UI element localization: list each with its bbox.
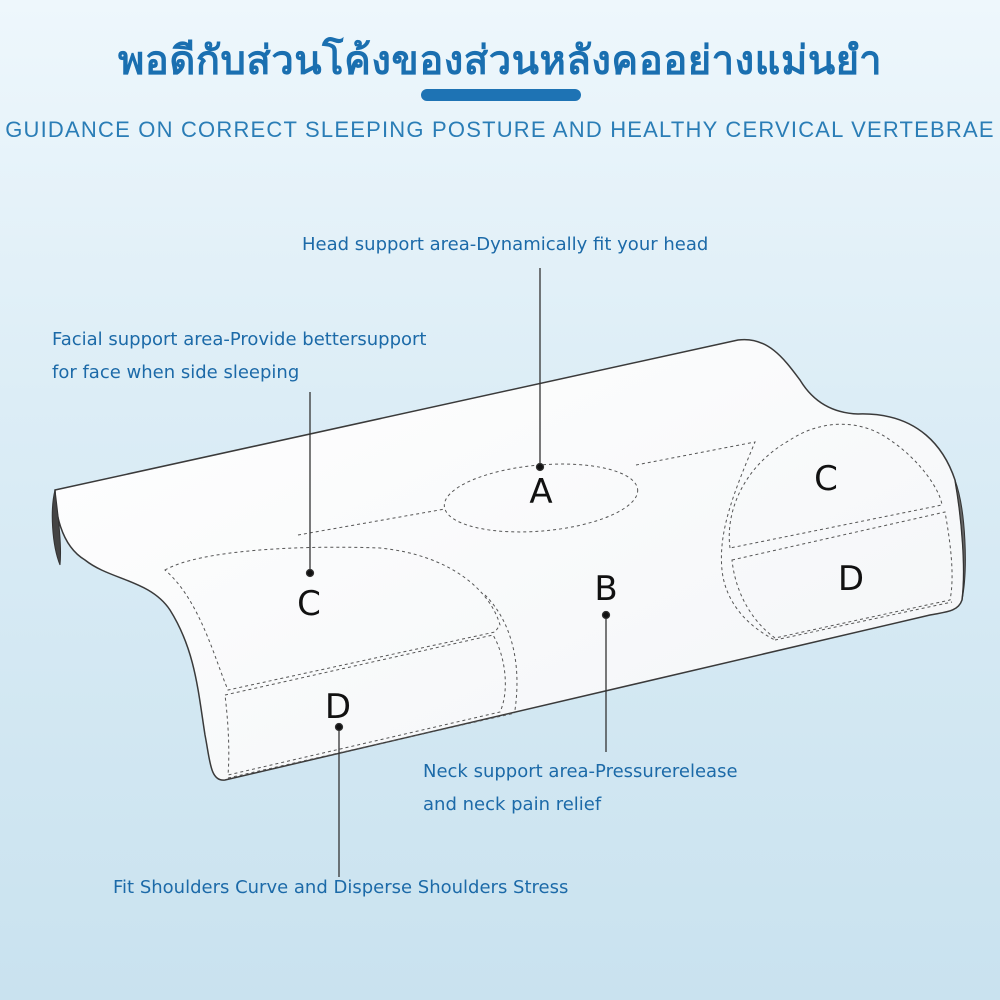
page-subtitle: GUIDANCE ON CORRECT SLEEPING POSTURE AND… [5, 117, 995, 142]
pillow-end-cap-right [954, 479, 966, 601]
callout-head-support: Head support area-Dynamically fit your h… [302, 228, 708, 261]
callout-neck-line2: and neck pain relief [423, 794, 602, 815]
zone-b-label: B [594, 569, 617, 609]
pillow-end-cap [51, 489, 62, 566]
callout-facial-support: Facial support area-Provide bettersuppor… [52, 323, 426, 389]
callout-neck-line1: Neck support area-Pressurerelease [423, 761, 738, 782]
pillow-body [54, 338, 965, 781]
stitching [164, 423, 953, 779]
zone-c-right-label: C [814, 459, 838, 499]
callout-face-line2: for face when side sleeping [52, 362, 300, 383]
zone-a-label: A [529, 472, 552, 512]
leader-dot-neck [601, 610, 611, 620]
callout-head-text: Head support area-Dynamically fit your h… [302, 234, 709, 255]
upper-seam-right [635, 441, 776, 641]
zone-b-seam [484, 594, 518, 711]
zone-c-left-seam [164, 546, 501, 691]
zone-c-left-label: C [297, 584, 321, 624]
callout-face-line1: Facial support area-Provide bettersuppor… [52, 329, 427, 350]
zone-d-left-label: D [325, 687, 351, 727]
callout-shoulder-support: Fit Shoulders Curve and Disperse Shoulde… [113, 871, 568, 904]
title-underline [421, 89, 581, 101]
zone-d-left-seam [224, 634, 506, 776]
callout-shoulder-text: Fit Shoulders Curve and Disperse Shoulde… [113, 877, 569, 898]
leader-dot-head [535, 462, 545, 472]
upper-seam-left [297, 508, 446, 536]
zone-d-right-label: D [838, 559, 864, 599]
leader-dot-face [305, 568, 315, 578]
bottom-seam [227, 601, 953, 779]
zone-c-right-seam [728, 423, 943, 549]
leader-dot-shoulder [334, 722, 344, 732]
page-title: พอดีกับส่วนโค้งของส่วนหลังคออย่างแม่นยำ [117, 38, 883, 84]
zone-d-right-seam [731, 511, 953, 639]
callout-neck-support: Neck support area-Pressurerelease and ne… [423, 755, 738, 821]
